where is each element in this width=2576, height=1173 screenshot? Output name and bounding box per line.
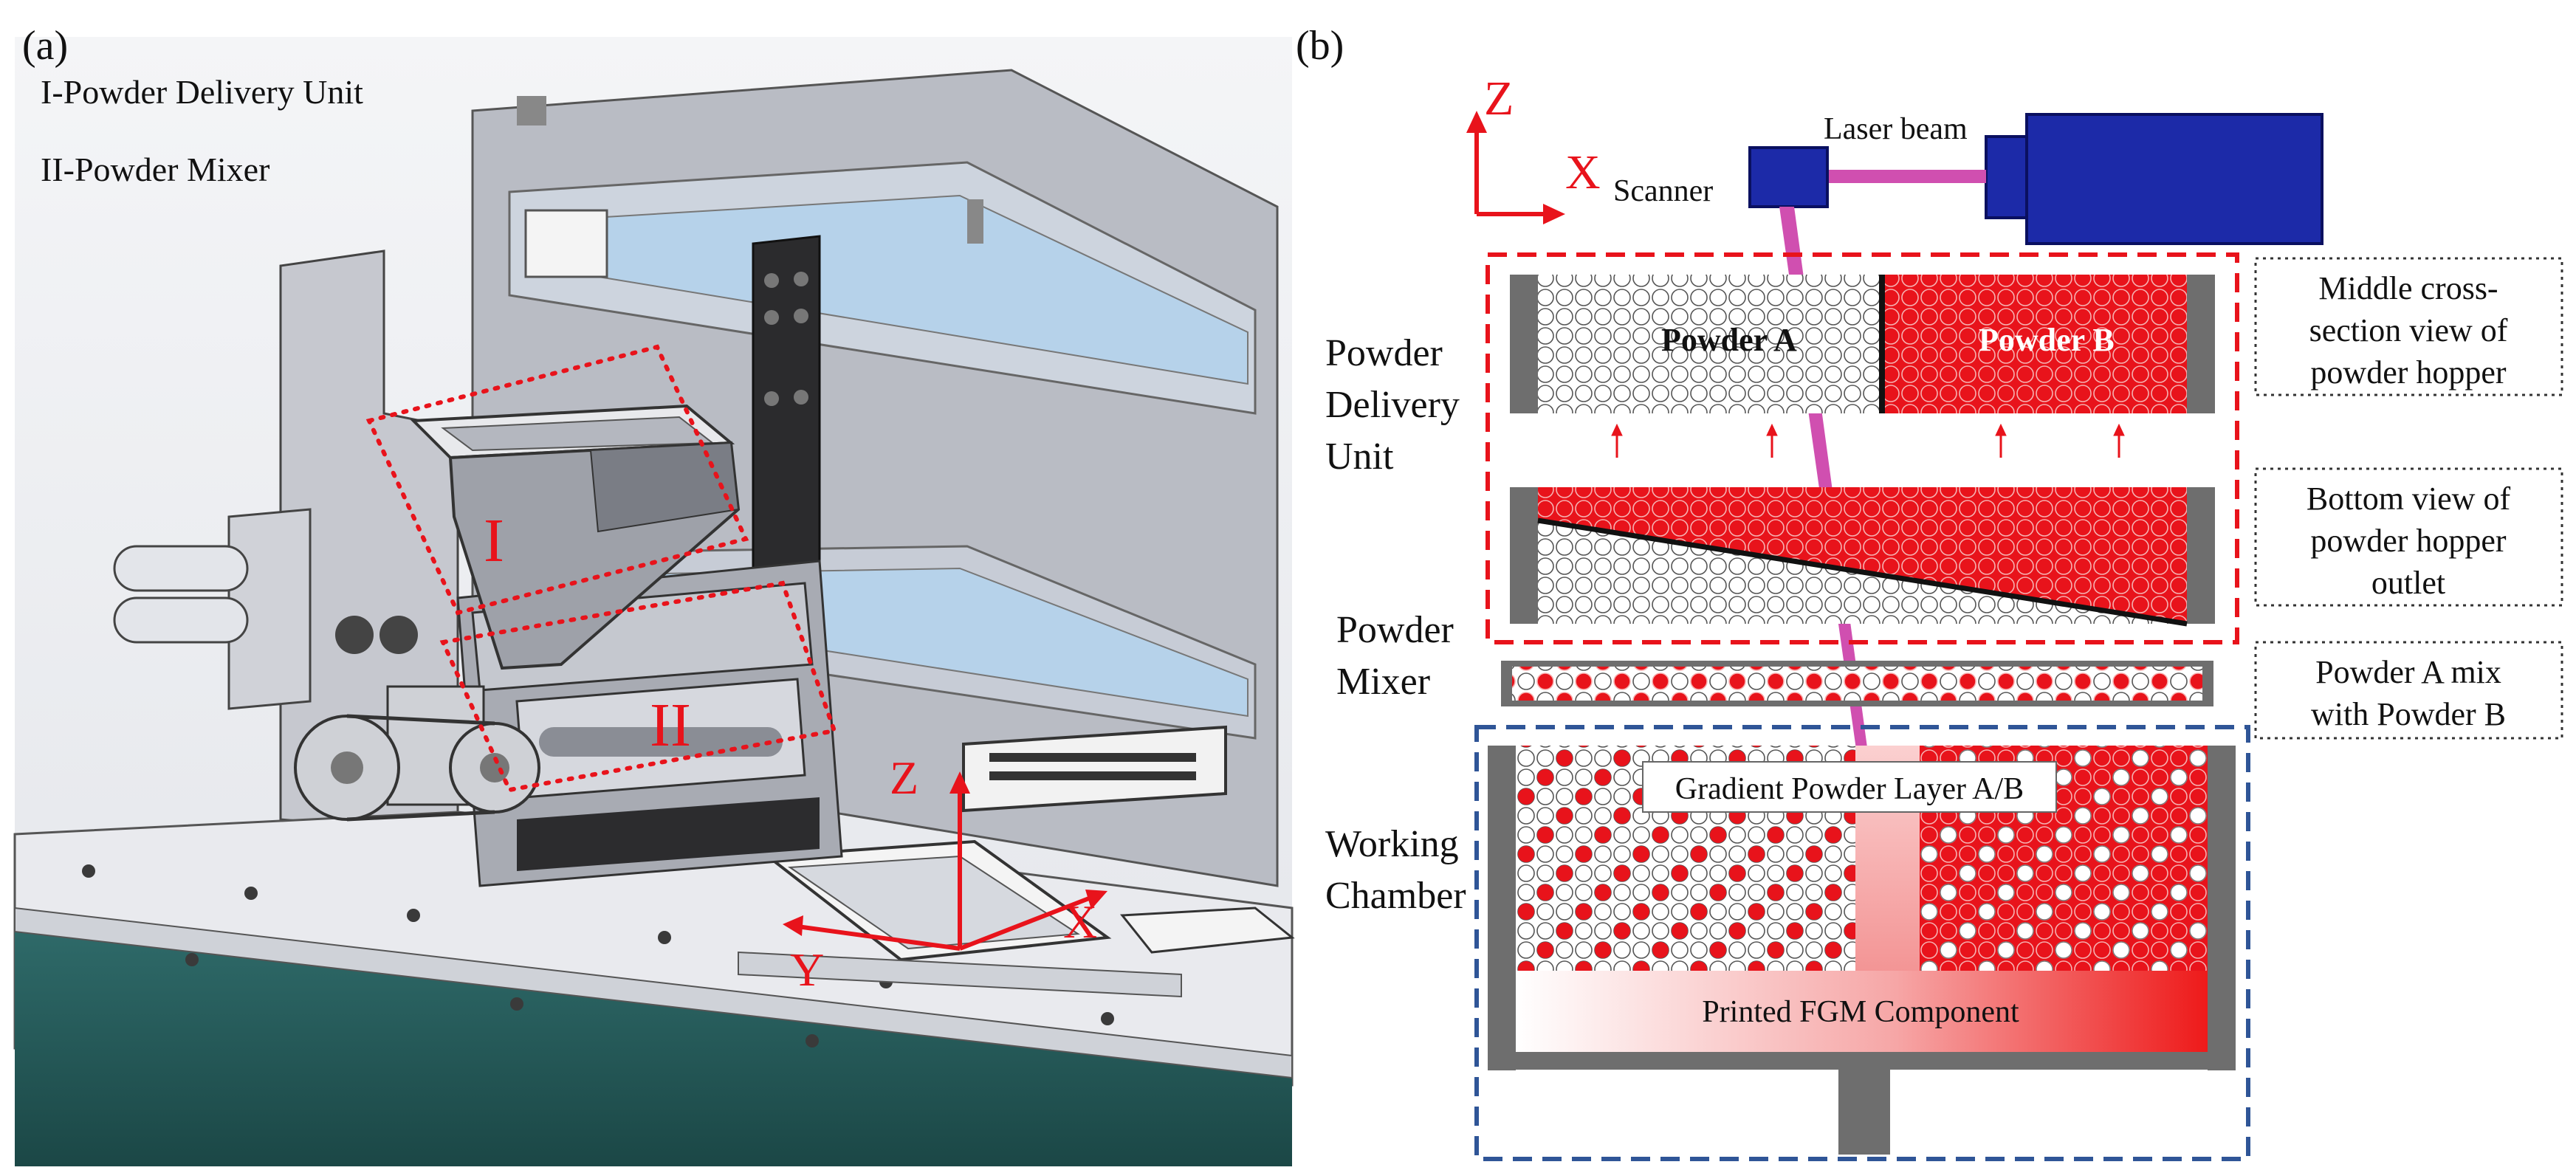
hopper-wall-left <box>1510 275 1538 413</box>
piston-rod <box>1838 1070 1890 1155</box>
mixer-powder <box>1512 667 2202 701</box>
outlet-wall-right <box>2187 487 2215 624</box>
axis-x-label-a: X <box>1063 895 1097 948</box>
axis-triad-b <box>1466 111 1565 224</box>
note-hopper-line-3: powder hopper <box>2310 354 2506 391</box>
delivery-unit-frame <box>1486 252 2239 644</box>
note-hopper-line-1: Middle cross- <box>2318 270 2498 306</box>
hopper-wall-right <box>2187 275 2215 413</box>
motor-block <box>227 508 312 710</box>
outlet-red-region <box>1538 487 2187 624</box>
mixer-label-1: Powder <box>1336 609 1454 651</box>
axis-triad-a <box>783 771 1107 951</box>
table-edge <box>14 907 1293 1079</box>
connector-pins <box>989 753 1196 780</box>
panel-a-label: (a) <box>22 23 68 69</box>
laser-beam-label: Laser beam <box>1824 112 1968 146</box>
chamber-label-2: Chamber <box>1325 875 1466 917</box>
delivery-unit-label-2: Delivery <box>1325 384 1460 426</box>
pulley-hub <box>331 751 363 784</box>
wall-window <box>524 209 608 278</box>
axis-y-label-a: Y <box>790 943 824 996</box>
note-box-mixer <box>2254 641 2563 740</box>
scanner-box <box>1748 146 1829 208</box>
chamber-label-1: Working <box>1325 823 1459 865</box>
region-i-outline <box>365 344 749 616</box>
pulley <box>335 616 374 654</box>
powder-a-region <box>1538 275 1879 413</box>
gradient-layer-box <box>1642 761 2057 813</box>
column-bolts <box>764 272 808 406</box>
axis-x-label-b: X <box>1565 145 1601 199</box>
note-outlet-line-3: outlet <box>2371 565 2445 601</box>
note-box-outlet <box>2254 467 2563 607</box>
laser-source <box>2025 113 2323 245</box>
region-ii-label: II <box>650 691 691 760</box>
mixer-bottom-rail <box>517 797 820 871</box>
recoater-slot <box>1120 907 1295 954</box>
base-side-panel <box>15 923 1292 1166</box>
build-platform <box>1516 1052 2208 1070</box>
outlet-wall-left <box>1510 487 1538 624</box>
motor-shaft-lower <box>113 596 249 644</box>
chamber-wall-right <box>2208 746 2236 1070</box>
panel-b-label: (b) <box>1296 23 1344 69</box>
region-i-label: I <box>484 506 504 575</box>
note-mixer-line-1: Powder A mix <box>2315 654 2501 690</box>
working-chamber-frame <box>1474 725 2250 1161</box>
drive-belt <box>346 714 495 822</box>
build-platform <box>788 855 1080 950</box>
linear-guide <box>738 951 1182 998</box>
delivery-unit-label-3: Unit <box>1325 436 1394 478</box>
note-box-hopper-section <box>2254 257 2563 396</box>
legend-powder-mixer: II-Powder Mixer <box>41 151 269 188</box>
flow-arrows <box>1611 423 2125 458</box>
powder-b-region <box>1885 275 2187 413</box>
note-outlet-line-1: Bottom view of <box>2307 481 2511 517</box>
laser-head <box>1985 135 2028 219</box>
pulley-hub <box>480 753 509 782</box>
note-hopper-line-2: section view of <box>2309 312 2508 348</box>
note-mixer-line-2: with Powder B <box>2311 696 2506 732</box>
scanner-label: Scanner <box>1613 174 1713 208</box>
gradient-layer-label: Gradient Powder Layer A/B <box>1675 772 2024 806</box>
delivery-unit-label-1: Powder <box>1325 332 1443 374</box>
laser-beam-horizontal <box>1827 170 1986 183</box>
powder-a-label: Powder A <box>1661 322 1797 358</box>
hopper-divider <box>1879 275 1885 413</box>
printed-fgm-component <box>1516 971 2208 1052</box>
region-ii-outline <box>439 580 837 793</box>
printed-component-label: Printed FGM Component <box>1702 995 2019 1029</box>
axis-z-label-b: Z <box>1484 72 1514 125</box>
outlet-divider <box>1537 517 2188 627</box>
mixer-label-2: Mixer <box>1336 661 1430 703</box>
powder-b-label: Powder B <box>1979 322 2115 358</box>
hopper-shade <box>589 441 740 533</box>
top-fitting <box>967 199 983 244</box>
panel-a: (a) I-Powder Delivery Unit II-Powder Mix… <box>13 23 1295 1166</box>
panel-b: (b) Z X Laser beam Scanner Powder A Powd… <box>1296 23 2563 1161</box>
top-fitting <box>517 96 546 125</box>
note-outlet-line-2: powder hopper <box>2310 523 2506 559</box>
pulley <box>379 616 418 654</box>
axis-z-label-a: Z <box>890 751 918 804</box>
legend-delivery-unit: I-Powder Delivery Unit <box>41 73 363 111</box>
motor-shaft-upper <box>113 545 249 592</box>
chamber-wall-left <box>1488 746 1516 1070</box>
